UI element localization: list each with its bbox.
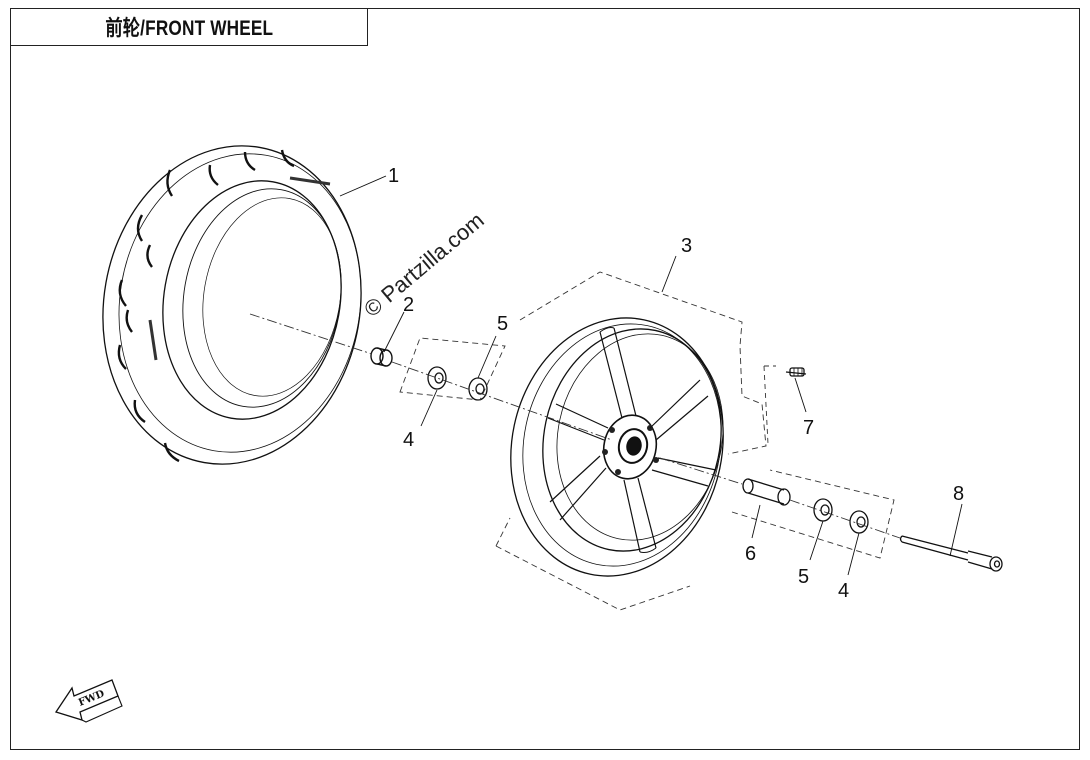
title-box: 前轮/FRONT WHEEL — [10, 8, 368, 46]
watermark: © Partzilla.com — [359, 207, 489, 321]
seal-left[interactable] — [468, 377, 488, 401]
callout-5-right: 5 — [798, 566, 809, 588]
spacer[interactable] — [742, 478, 791, 506]
callout-4-right: 4 — [838, 580, 849, 602]
callout-4-left: 4 — [403, 429, 414, 451]
diagram-frame — [10, 8, 1080, 750]
callout-6: 6 — [745, 543, 756, 565]
callout-5-left: 5 — [497, 313, 508, 335]
callout-8: 8 — [953, 483, 964, 505]
bearing-right[interactable] — [849, 510, 869, 534]
callout-3: 3 — [681, 235, 692, 257]
leader-lines — [339, 175, 963, 576]
fwd-arrow-icon: FWD — [54, 679, 123, 723]
callout-2: 2 — [403, 294, 414, 316]
callout-7: 7 — [803, 417, 814, 439]
tire[interactable] — [78, 125, 386, 485]
assembly-guides — [249, 271, 901, 611]
page-title: 前轮/FRONT WHEEL — [105, 17, 273, 40]
collar[interactable] — [370, 347, 393, 367]
bearing-left[interactable] — [427, 366, 447, 390]
callout-1: 1 — [388, 165, 399, 187]
seal-right[interactable] — [813, 498, 833, 522]
valve[interactable] — [785, 367, 807, 377]
wheel-rim[interactable] — [487, 298, 746, 596]
axle[interactable] — [899, 535, 1003, 572]
